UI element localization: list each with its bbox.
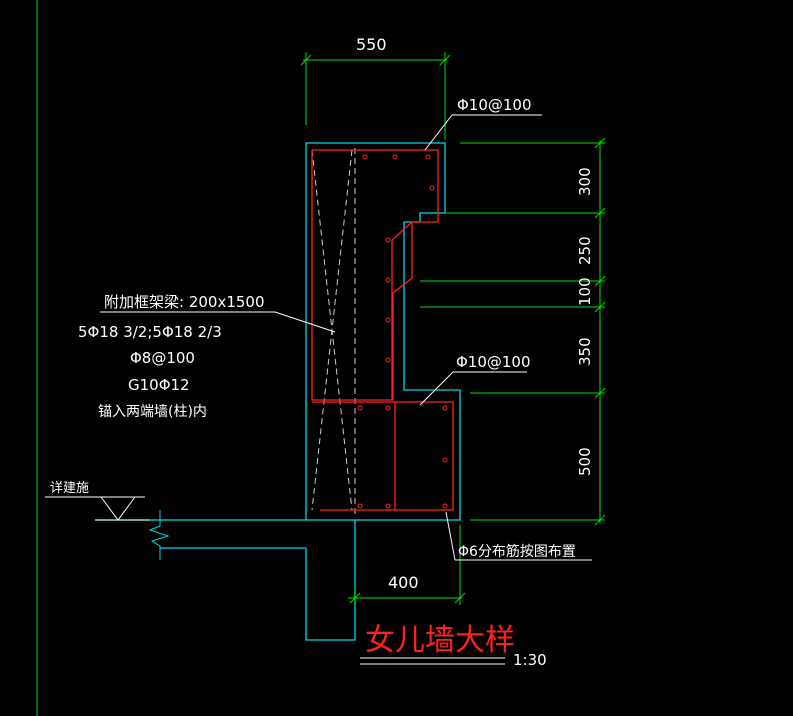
lower-rebar-label: Φ10@100 — [456, 353, 531, 371]
dimension-lines — [300, 52, 606, 605]
hidden-frame-beam — [311, 148, 356, 516]
rebar-dots — [357, 154, 448, 509]
dim-height-250: 250 — [576, 236, 594, 265]
ground-level-marker — [45, 496, 150, 521]
dim-top-width: 550 — [356, 35, 387, 54]
dim-height-350: 350 — [576, 337, 594, 366]
leader-lines — [100, 114, 592, 665]
distribution-rebar-label: Φ6分布筋按图布置 — [458, 543, 576, 560]
building-ref-label: 详建施 — [50, 481, 89, 496]
dim-bottom-width: 400 — [388, 573, 419, 592]
rebar-cage — [311, 149, 454, 511]
beam-note-line-1: 附加框架梁: 200x1500 — [104, 293, 265, 311]
drawing-scale: 1:30 — [513, 651, 547, 669]
concrete-outline — [95, 142, 461, 641]
beam-note-line-4: G10Φ12 — [128, 376, 190, 394]
dim-height-100: 100 — [576, 277, 594, 306]
beam-note-line-3: Φ8@100 — [130, 349, 195, 367]
beam-note-line-2: 5Φ18 3/2;5Φ18 2/3 — [78, 323, 222, 341]
drawing-title: 女儿墙大样 — [365, 623, 515, 658]
dim-height-500: 500 — [576, 447, 594, 476]
beam-note-line-5: 锚入两端墙(柱)内 — [98, 404, 207, 420]
dim-height-300: 300 — [576, 167, 594, 196]
top-rebar-label: Φ10@100 — [457, 96, 532, 114]
